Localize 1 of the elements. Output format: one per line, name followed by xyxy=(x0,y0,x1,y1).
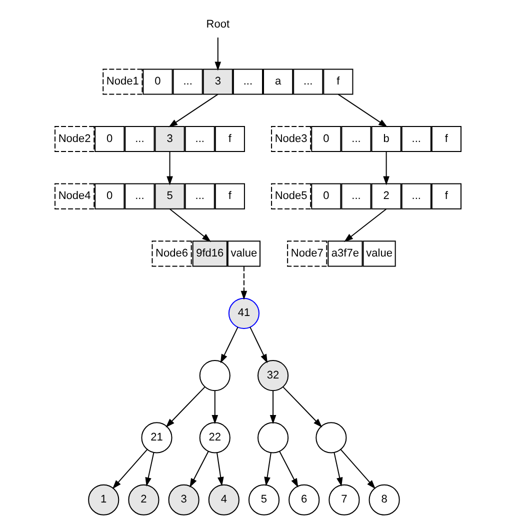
node-text: Root xyxy=(206,18,230,30)
